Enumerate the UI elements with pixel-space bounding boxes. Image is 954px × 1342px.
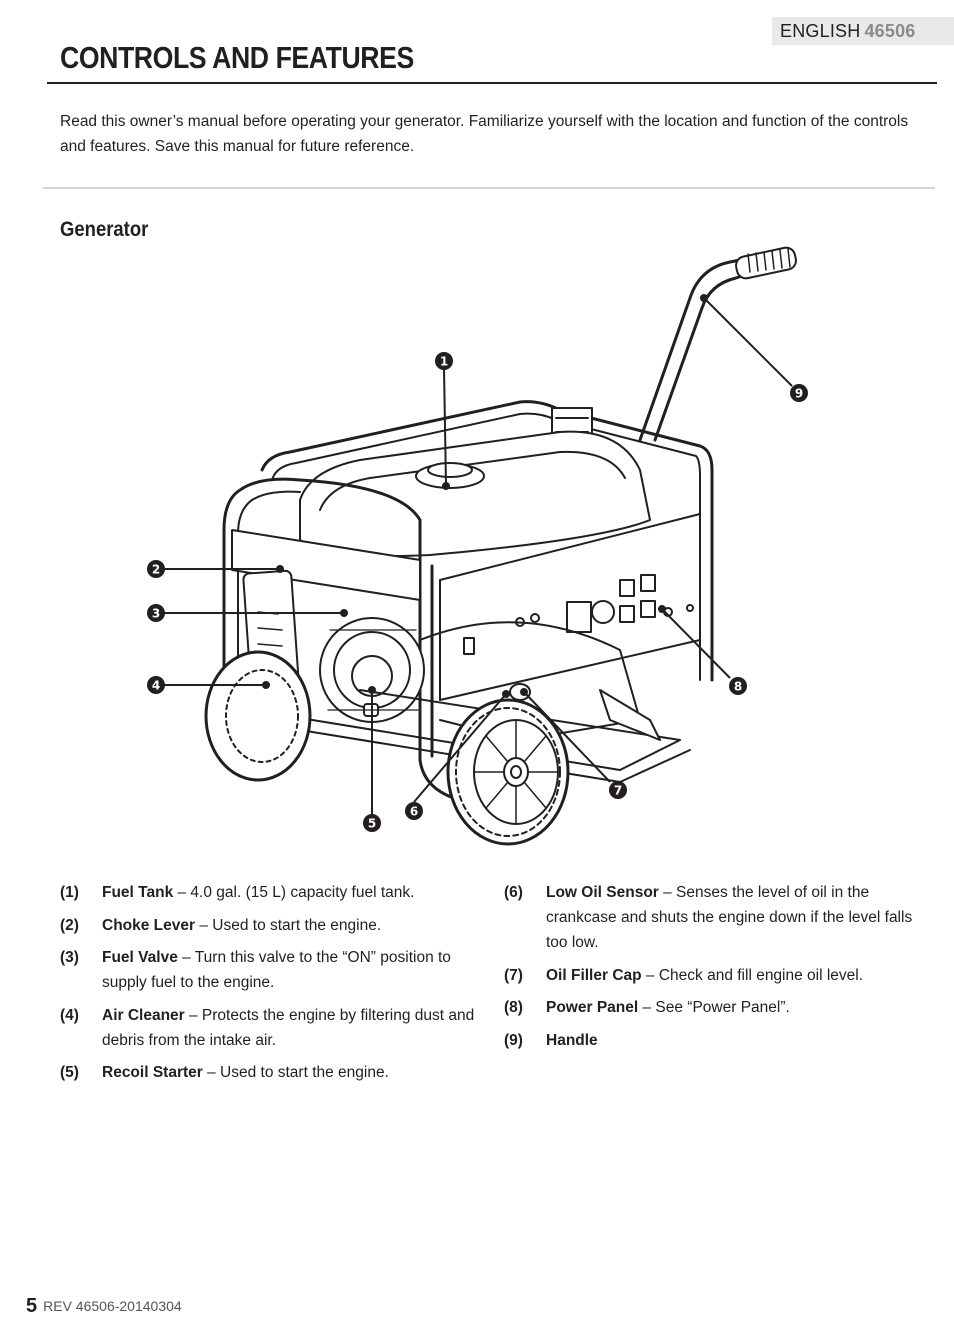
callout-6: 6: [405, 802, 423, 820]
callout-2: 2: [147, 560, 165, 578]
section-divider: [43, 187, 935, 189]
generator-illustration: 1 2 3 4 5 6 7 8 9: [147, 246, 808, 846]
svg-text:7: 7: [614, 784, 622, 798]
svg-text:6: 6: [410, 805, 418, 819]
legend-number: (9): [504, 1031, 523, 1049]
legend-number: (7): [504, 966, 523, 984]
callout-8: 8: [729, 677, 747, 695]
legend-number: (4): [60, 1006, 79, 1024]
legend-item-air-cleaner: (4) Air Cleaner – Protects the engine by …: [60, 1003, 480, 1053]
legend-description: – Check and fill engine oil level.: [641, 966, 864, 984]
legend-item-fuel-tank: (1) Fuel Tank – 4.0 gal. (15 L) capacity …: [60, 880, 480, 905]
svg-text:3: 3: [152, 607, 160, 621]
title-rule: [47, 82, 937, 84]
legend-item-recoil-starter: (5) Recoil Starter – Used to start the en…: [60, 1060, 480, 1085]
svg-text:4: 4: [152, 679, 160, 693]
legend-term: Handle: [546, 1031, 598, 1049]
legend-left-column: (1) Fuel Tank – 4.0 gal. (15 L) capacity …: [60, 880, 480, 1093]
page-footer: 5 REV 46506-20140304: [26, 1295, 182, 1318]
legend-item-handle: (9) Handle: [504, 1028, 924, 1053]
legend-item-oil-filler-cap: (7) Oil Filler Cap – Check and fill engin…: [504, 963, 924, 988]
legend-term: Oil Filler Cap: [546, 966, 642, 984]
legend-description: – Turn this valve to the “ON” position t…: [102, 949, 451, 991]
svg-text:8: 8: [734, 680, 742, 694]
handle-shape: [638, 258, 742, 442]
legend-description: – Used to start the engine.: [195, 916, 382, 934]
legend-item-power-panel: (8) Power Panel – See “Power Panel”.: [504, 995, 924, 1020]
language-label: ENGLISH: [780, 21, 861, 41]
legend-description: – Used to start the engine.: [202, 1064, 389, 1081]
legend-description: – 4.0 gal. (15 L) capacity fuel tank.: [173, 884, 415, 901]
legend-term: Choke Lever: [102, 916, 196, 934]
section-heading: Generator: [60, 218, 149, 241]
left-wheel-shape: [204, 650, 312, 782]
legend-number: (3): [60, 949, 79, 966]
callout-3: 3: [147, 604, 165, 622]
callout-7: 7: [609, 781, 627, 799]
model-number: 46506: [864, 21, 916, 41]
legend-term: Power Panel: [546, 999, 639, 1016]
legend-term: Low Oil Sensor: [546, 884, 659, 901]
legend-description: – Protects the engine by filtering dust …: [102, 1006, 475, 1049]
svg-text:2: 2: [152, 563, 160, 577]
svg-text:1: 1: [440, 355, 448, 369]
svg-text:5: 5: [368, 817, 376, 831]
callout-5: 5: [363, 814, 381, 832]
callout-4: 4: [147, 676, 165, 694]
legend-term: Fuel Valve: [102, 949, 178, 966]
svg-text:9: 9: [795, 387, 803, 401]
legend-item-low-oil-sensor: (6) Low Oil Sensor – Senses the level of …: [504, 880, 924, 955]
legend-number: (1): [60, 884, 79, 901]
legend-term: Air Cleaner: [102, 1006, 185, 1024]
legend-right-column: (6) Low Oil Sensor – Senses the level of …: [504, 880, 924, 1060]
legend-number: (8): [504, 999, 523, 1016]
legend-number: (5): [60, 1064, 79, 1081]
intro-paragraph: Read this owner’s manual before operatin…: [60, 113, 909, 155]
legend-number: (2): [60, 916, 79, 934]
page-number: 5: [26, 1295, 38, 1317]
legend-description: – See “Power Panel”.: [638, 999, 790, 1016]
page-title: CONTROLS AND FEATURES: [60, 40, 414, 75]
legend-term: Fuel Tank: [102, 884, 174, 901]
legend-number: (6): [504, 884, 523, 901]
callout-1: 1: [435, 352, 453, 370]
legend-term: Recoil Starter: [102, 1064, 203, 1081]
legend-description: – Senses the level of oil in the crankca…: [546, 884, 913, 951]
legend-item-fuel-valve: (3) Fuel Valve – Turn this valve to the “…: [60, 945, 480, 995]
legend-item-choke-lever: (2) Choke Lever – Used to start the engin…: [60, 913, 480, 938]
callout-9: 9: [790, 384, 808, 402]
revision-code: REV 46506-20140304: [43, 1298, 182, 1314]
